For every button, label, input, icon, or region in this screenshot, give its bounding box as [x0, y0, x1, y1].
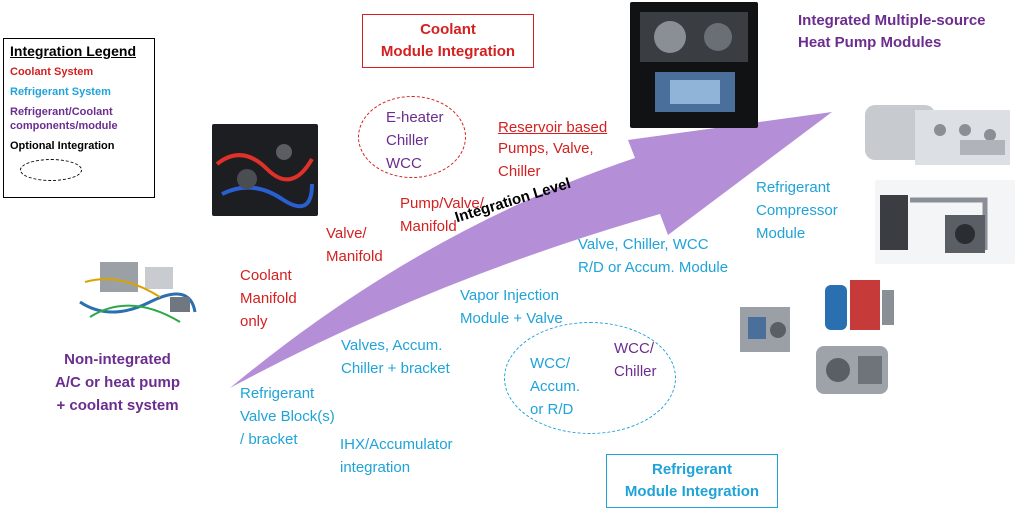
coolant-module-image — [630, 2, 758, 128]
pump-valve-manifold: Pump/Valve/ Manifold — [400, 195, 484, 235]
valves-accum-chiller: Valves, Accum. Chiller + bracket — [341, 337, 450, 377]
optional-refrigerant-ellipse — [504, 322, 676, 434]
coolant-module-header: Coolant Module Integration — [362, 14, 534, 68]
valve-manifold: Valve/ Manifold — [326, 225, 383, 265]
optional-refrigerant-items: WCC/ Accum. or R/D — [530, 355, 581, 418]
legend-optional-ellipse — [20, 159, 82, 181]
wcc-chiller: WCC/ Chiller — [614, 340, 657, 380]
legend-coolant: Coolant System — [10, 66, 94, 78]
integration-legend: Integration Legend Coolant System Refrig… — [3, 38, 155, 198]
reservoir-title: Reservoir based — [498, 119, 608, 136]
optional-coolant-items: E-heater Chiller WCC — [386, 109, 444, 172]
refrigerant-module-header: Refrigerant Module Integration — [606, 454, 778, 508]
non-integrated-system-image — [70, 252, 200, 332]
optional-coolant-ellipse — [358, 96, 466, 178]
vapor-injection: Vapor Injection Module + Valve — [460, 287, 563, 327]
non-integrated-label: Non-integrated A/C or heat pump + coolan… — [55, 351, 181, 414]
legend-refrigerant: Refrigerant System — [10, 86, 111, 98]
compressor-module-image — [875, 180, 1015, 264]
ihx-accumulator: IHX/Accumulator integration — [340, 436, 453, 476]
coolant-manifold-only: Coolant Manifold only — [240, 267, 297, 330]
refrigerant-valve-block: Refrigerant Valve Block(s) / bracket — [240, 385, 335, 448]
valve-chiller-wcc-module: Valve, Chiller, WCC R/D or Accum. Module — [578, 236, 729, 276]
coolant-manifold-image — [212, 124, 318, 216]
legend-optional: Optional Integration — [10, 140, 115, 152]
heat-pump-module-image — [860, 80, 1018, 180]
refrigerant-module-image-3 — [808, 334, 898, 404]
reservoir-items: Pumps, Valve, Chiller — [498, 140, 594, 180]
heat-pump-modules-header: Integrated Multiple-source Heat Pump Mod… — [798, 12, 986, 51]
refrigerant-module-image-1 — [730, 292, 805, 367]
arrow-shape — [230, 112, 832, 388]
refrigerant-module-image-2 — [810, 270, 900, 340]
legend-combined: Refrigerant/Coolant components/module — [10, 106, 118, 132]
refrigerant-compressor-module: Refrigerant Compressor Module — [756, 179, 838, 242]
legend-title: Integration Legend — [10, 43, 136, 59]
